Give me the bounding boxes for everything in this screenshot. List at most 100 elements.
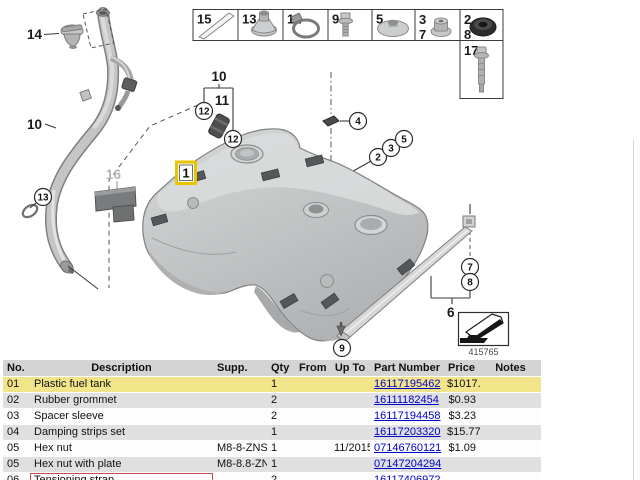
callout-13[interactable]: 13 — [33, 187, 53, 207]
cell-notes — [480, 408, 541, 425]
table-row-02-rubber-grommet[interactable]: 02 Rubber grommet 2 16111182454 $0.93 — [3, 392, 541, 409]
cell-from — [295, 408, 330, 425]
callout-8[interactable]: 8 — [460, 272, 480, 292]
svg-text:8: 8 — [467, 278, 473, 289]
washer-disc-icon — [377, 19, 409, 37]
callout-3[interactable]: 3 — [381, 138, 401, 158]
fuel-pump-flange — [230, 144, 264, 164]
fuel-cap — [60, 24, 84, 49]
cell-supp: M8-8.8-ZNS3 — [213, 456, 267, 473]
table-row-05-hex-nut-with-plate[interactable]: 05 Hex nut with plate M8-8.8-ZNS3 1 0714… — [3, 456, 541, 473]
svg-text:5: 5 — [401, 135, 407, 146]
header-up-to: Up To — [330, 360, 370, 377]
parts-table: No. Description Supp. Qty From Up To Par… — [3, 360, 541, 480]
cell-description: Spacer sleeve — [30, 408, 213, 425]
part-number-link[interactable]: 16117195462 — [374, 378, 441, 390]
cell-part-number: 16117203320 — [370, 424, 443, 441]
svg-text:7: 7 — [467, 263, 473, 274]
label-14: 14 — [27, 27, 43, 42]
cell-no: 03 — [3, 408, 30, 425]
legend-num-2: 2 — [464, 12, 471, 27]
header-price: Price — [443, 360, 480, 377]
header-description: Description — [30, 360, 213, 377]
cell-part-number: 16117195462 — [370, 376, 443, 393]
cell-qty: 1 — [267, 376, 295, 393]
cell-notes — [480, 472, 541, 480]
vent-hose-branch — [109, 55, 138, 111]
cell-price — [443, 472, 480, 480]
cell-no: 01 — [3, 376, 30, 393]
cell-price: $15.77 — [443, 424, 480, 441]
cell-description-hovered[interactable]: Tensioning strap — [30, 472, 213, 480]
part-number-link[interactable]: 07146760121 — [374, 442, 442, 454]
cell-supp — [213, 408, 267, 425]
part-number-link[interactable]: 16117194458 — [374, 410, 441, 422]
table-row-05-hex-nut[interactable]: 05 Hex nut M8-8-ZNS3 1 11/2015 071467601… — [3, 440, 541, 457]
fuel-tank-illustration[interactable] — [142, 128, 429, 342]
right-flange — [354, 214, 388, 236]
legend-num-15: 15 — [197, 12, 211, 27]
cell-up-to — [330, 472, 370, 480]
legend-num-9: 9 — [332, 12, 339, 27]
cell-qty: 1 — [267, 456, 295, 473]
label-6: 6 — [447, 305, 455, 320]
cell-up-to — [330, 424, 370, 441]
cell-description: Hex nut with plate — [30, 456, 213, 473]
part-number-link[interactable]: 16111182454 — [374, 394, 439, 406]
cell-notes — [480, 456, 541, 473]
cell-qty: 2 — [267, 472, 295, 480]
header-from: From — [295, 360, 330, 377]
header-supp: Supp. — [213, 360, 267, 377]
pipe-clip — [79, 88, 93, 102]
strap-slots — [150, 154, 416, 310]
table-row-04-damping-strips-set[interactable]: 04 Damping strips set 1 16117203320 $15.… — [3, 424, 541, 441]
cell-qty: 1 — [267, 424, 295, 441]
svg-text:12: 12 — [198, 107, 210, 118]
part-number-link[interactable]: 16117203320 — [374, 426, 441, 438]
cell-notes — [480, 376, 541, 393]
callout-4[interactable]: 4 — [348, 111, 368, 131]
cell-price: $3.23 — [443, 408, 480, 425]
table-row-03-spacer-sleeve[interactable]: 03 Spacer sleeve 2 16117194458 $3.23 — [3, 408, 541, 425]
cell-from — [295, 376, 330, 393]
table-row-01-plastic-fuel-tank[interactable]: 01 Plastic fuel tank 1 16117195462 $1017… — [3, 376, 541, 393]
callout-5[interactable]: 5 — [394, 129, 414, 149]
damping-strip-icon — [198, 12, 235, 40]
long-bolt-icon — [474, 46, 489, 93]
part-number-link[interactable]: 16117406972 — [374, 474, 441, 480]
cell-up-to — [330, 392, 370, 409]
cell-price: $1.09 — [443, 440, 480, 457]
selected-part-badge[interactable]: 1 — [175, 160, 197, 185]
cell-description: Hex nut — [30, 440, 213, 457]
part-number-link[interactable]: 07147204294 — [374, 458, 442, 470]
cell-up-to — [330, 376, 370, 393]
table-row-06-tensioning-strap[interactable]: 06 Tensioning strap 2 16117406972 — [3, 472, 541, 480]
svg-text:3: 3 — [388, 144, 394, 155]
cell-from — [295, 440, 330, 457]
label-11: 11 — [215, 93, 230, 108]
cell-description: Plastic fuel tank — [30, 376, 213, 393]
callout-2[interactable]: 2 — [368, 147, 388, 167]
center-service-cap — [303, 202, 329, 218]
cell-part-number: 16117194458 — [370, 408, 443, 425]
legend-num-8: 8 — [464, 27, 471, 42]
header-qty: Qty — [267, 360, 295, 377]
cell-price: $1017.57 — [443, 376, 480, 393]
page-border — [633, 140, 634, 480]
cell-from — [295, 424, 330, 441]
cell-qty: 2 — [267, 392, 295, 409]
callout-circles: 13 12 12 4 2 3 5 7 — [33, 101, 480, 358]
callout-12-lower[interactable]: 12 — [223, 129, 243, 149]
legend-num-7: 7 — [419, 27, 426, 42]
legend-strip — [192, 9, 504, 99]
cell-no: 04 — [3, 424, 30, 441]
callout-12-upper[interactable]: 12 — [194, 101, 214, 121]
legend-num-3: 3 — [419, 12, 426, 27]
header-notes: Notes — [480, 360, 541, 377]
legend-box-12[interactable] — [282, 9, 329, 41]
cell-supp — [213, 472, 267, 480]
label-16: 16 — [106, 167, 122, 182]
callout-9[interactable]: 9 — [332, 338, 352, 358]
cell-up-to: 11/2015 — [330, 440, 370, 457]
